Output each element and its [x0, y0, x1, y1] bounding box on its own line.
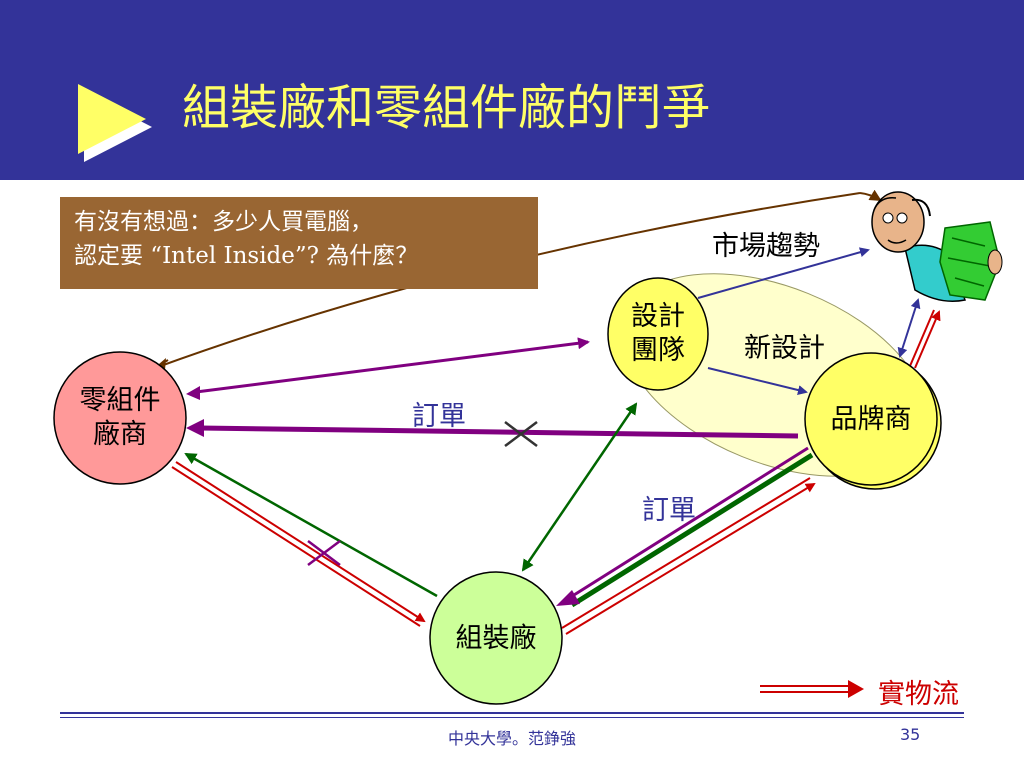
callout-line-2: 認定要 “Intel Inside”? 為什麼？ — [74, 243, 419, 269]
brand-customer-link — [897, 298, 921, 358]
component-to-assembly-physical-flow-2 — [175, 461, 426, 623]
customer-with-money-icon — [871, 191, 1003, 302]
brand-to-customer-physical-flow-2 — [914, 310, 941, 369]
brand-to-assembly-order-arrowhead — [556, 590, 580, 606]
component-to-assembly-physical-flow — [171, 466, 421, 627]
design-to-market-arrow — [697, 247, 870, 299]
assembly-plant-node — [429, 571, 563, 705]
brand-to-component-order-arrowhead — [186, 419, 204, 437]
footer-author: 中央大學。范錚強 — [447, 729, 576, 748]
order-label-bottom: 訂單 — [642, 495, 696, 526]
assembly-plant-label: 組裝廠 — [455, 623, 537, 654]
legend-arrowhead — [848, 680, 864, 698]
intel-inside-influence-arrow-head — [859, 189, 882, 202]
callout-line-1: 有沒有想過：多少人買電腦， — [74, 209, 373, 235]
component-design-link-start-icon — [186, 386, 200, 400]
triangle-bullet-icon — [78, 84, 152, 162]
legend-physical-flow-label: 實物流 — [878, 679, 959, 710]
intel-inside-callout-box: 有沒有想過：多少人買電腦， 認定要 “Intel Inside”? 為什麼？ — [60, 197, 538, 289]
design-team-node — [607, 277, 709, 391]
component-supplier-label-line1: 零組件 — [79, 385, 161, 416]
new-design-label: 新設計 — [744, 333, 825, 364]
assembly-to-brand-physical-flow-2 — [565, 482, 816, 635]
component-design-link — [195, 337, 590, 394]
brand-to-assembly-order-green — [570, 452, 814, 608]
design-team-label: 設計 團隊 — [613, 300, 703, 368]
slide-header — [0, 0, 1024, 180]
page-number: 35 — [900, 725, 921, 744]
order-label-top: 訂單 — [412, 401, 466, 432]
design-to-brand-arrow — [707, 367, 808, 395]
brand-to-assembly-order-purple — [565, 446, 809, 602]
design-team-label-line1: 設計 — [631, 301, 685, 332]
brand-label: 品牌商 — [830, 404, 912, 435]
brand-to-customer-physical-flow — [909, 309, 935, 367]
slide-title: 組裝廠和零組件廠的鬥爭 — [182, 80, 711, 136]
assembly-to-component-link — [184, 452, 438, 598]
market-trend-label: 市場趨勢 — [712, 231, 820, 262]
assembly-to-brand-physical-flow — [561, 477, 811, 629]
brand-to-component-order-arrow — [199, 425, 799, 439]
design-team-label-line2: 團隊 — [631, 335, 685, 366]
design-assembly-link — [521, 402, 638, 572]
footer-divider — [60, 712, 964, 714]
cross-mark-icon — [307, 540, 341, 566]
footer-divider-thin — [60, 717, 964, 718]
component-supplier-label: 零組件 廠商 — [60, 384, 180, 452]
component-supplier-node — [53, 351, 187, 485]
brand-node — [804, 352, 938, 486]
component-supplier-label-line2: 廠商 — [93, 419, 147, 450]
